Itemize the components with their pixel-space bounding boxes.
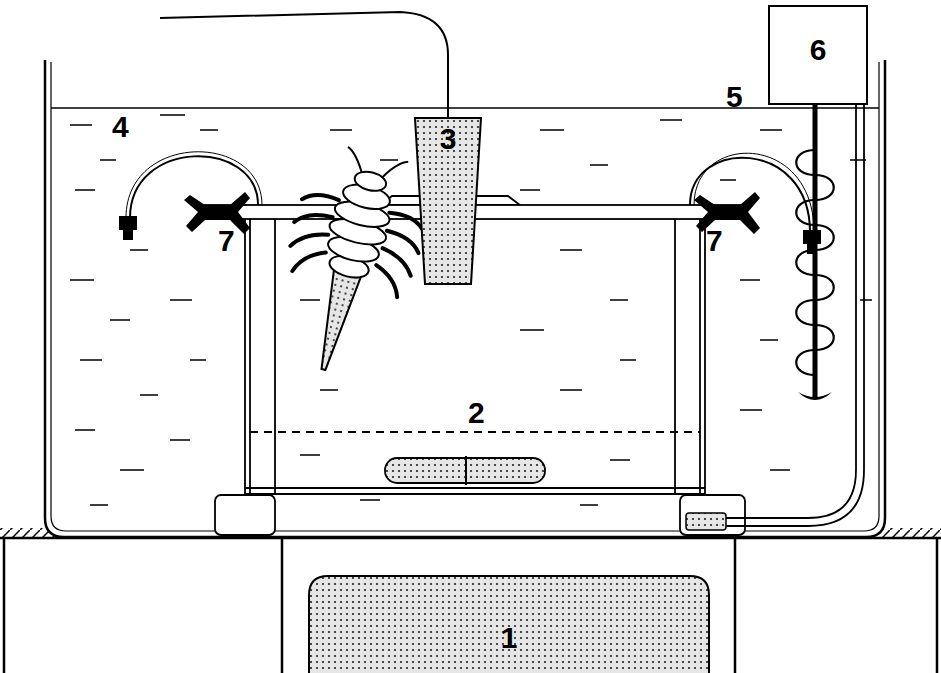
callout-number: 5 — [726, 82, 743, 112]
controller-tube — [690, 105, 856, 518]
frame-posts — [245, 219, 705, 495]
mesh-floor — [250, 431, 700, 433]
stirrer-base: 1 — [308, 575, 710, 673]
tube-fitting — [686, 513, 726, 530]
callout-number: 7 — [706, 226, 723, 256]
probe-cable — [160, 12, 448, 120]
callout-number: 7 — [218, 226, 235, 256]
heater-tip — [798, 392, 832, 400]
callout-number: 2 — [468, 398, 485, 428]
water-dashes — [70, 115, 872, 505]
stirrer-base-fill — [309, 576, 709, 673]
frame-foot — [215, 495, 275, 535]
tank-inner-wall — [51, 62, 879, 531]
water-surface — [51, 107, 879, 109]
isopod — [261, 139, 439, 385]
callout-number: 6 — [810, 35, 827, 103]
callout-number: 4 — [112, 112, 129, 142]
probe-shape-fill — [415, 118, 481, 284]
probe-shape: 3 — [415, 118, 481, 284]
frame-clip — [694, 192, 760, 234]
isopod-tail — [310, 269, 361, 373]
callout-number: 1 — [501, 623, 518, 673]
stir-bar-mark — [465, 456, 467, 485]
hose-nozzle — [119, 216, 137, 240]
tank-wall — [45, 60, 885, 537]
controller-box: 6 — [768, 5, 868, 105]
frame-base — [245, 488, 705, 494]
frame-clip — [184, 192, 250, 234]
callout-number: 3 — [440, 124, 457, 284]
controller-tube — [690, 105, 864, 526]
heater-coil — [796, 150, 834, 375]
isopod-head — [353, 169, 388, 194]
frame-foot — [680, 495, 745, 535]
